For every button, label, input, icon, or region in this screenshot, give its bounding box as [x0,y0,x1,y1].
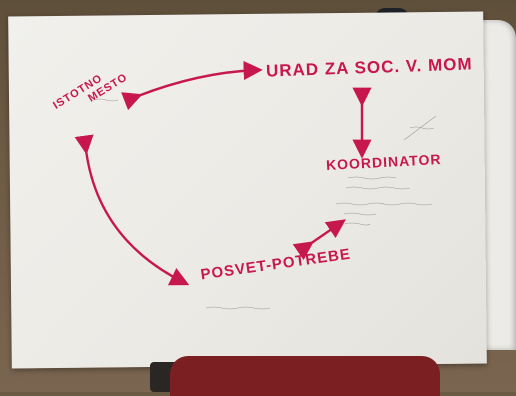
pencil-squiggle-3 [335,202,433,206]
pencil-squiggle-1 [347,176,397,180]
pencil-squiggle-8 [409,126,435,130]
pencil-squiggle-6 [205,306,271,310]
red-chair [170,356,440,396]
pencil-squiggle-4 [343,212,377,216]
pencil-squiggle-7 [93,98,119,102]
pencil-line [403,115,437,141]
arrow-istotno-posvet [74,134,190,286]
pencil-squiggle-5 [343,222,371,226]
arrow-urad-istotno [121,60,263,111]
arrow-posvet-koordinator [292,219,346,261]
pencil-squiggle-2 [345,186,411,190]
